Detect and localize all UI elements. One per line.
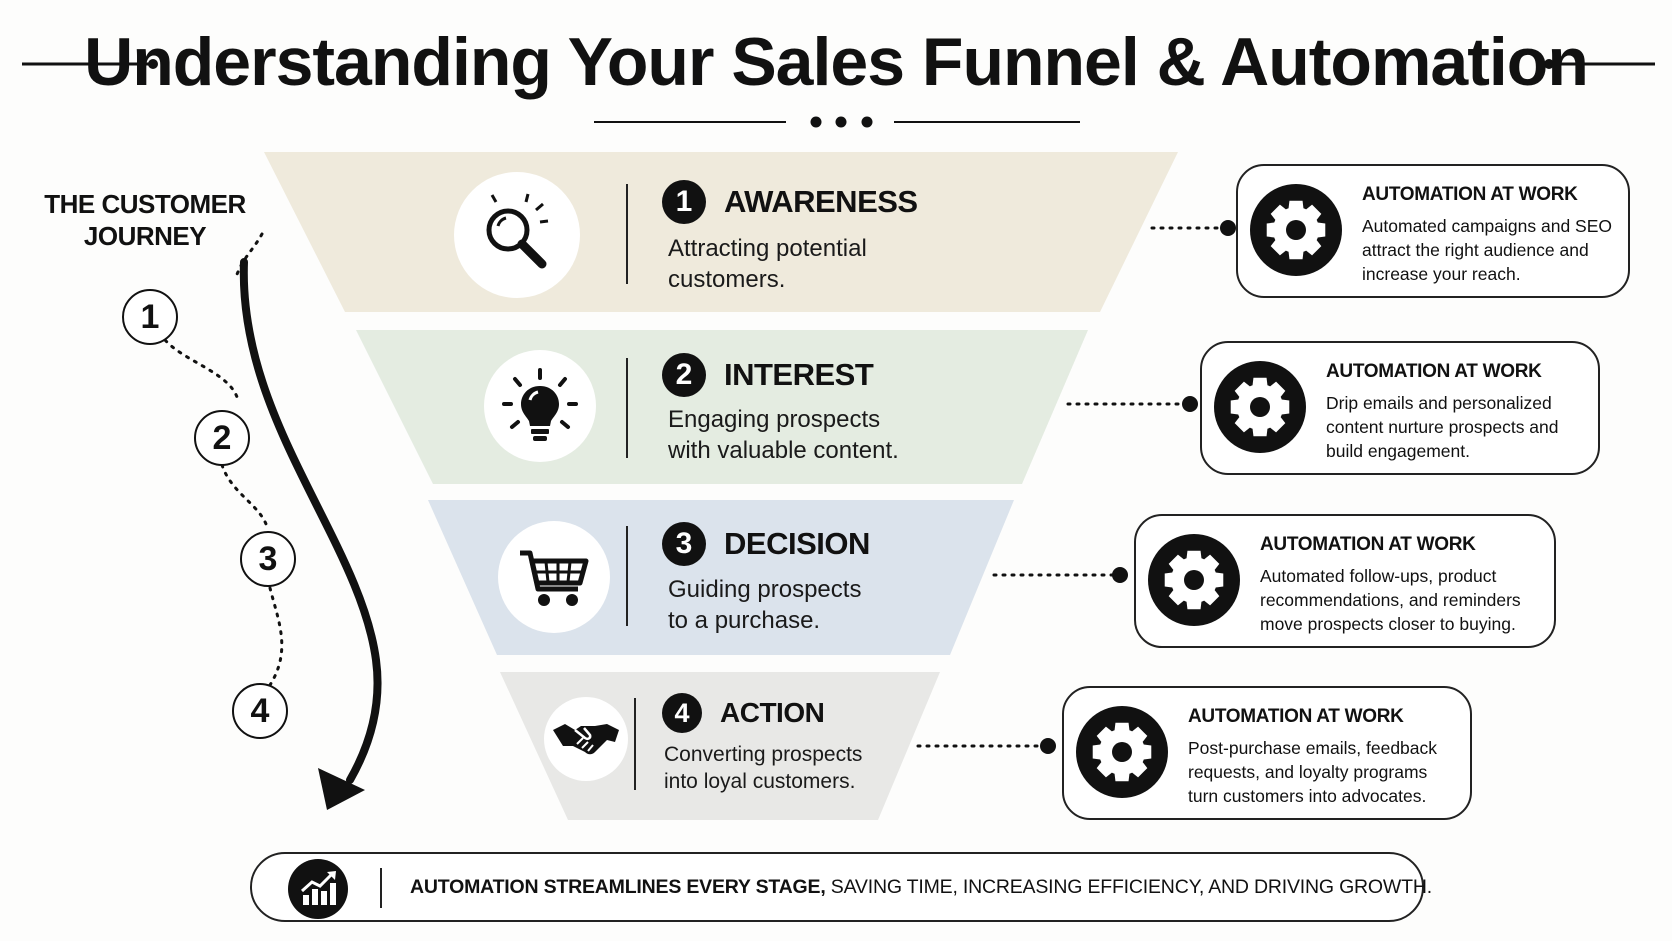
stage-number-badge: 4 [662,693,702,733]
banner-text: AUTOMATION STREAMLINES EVERY STAGE, SAVI… [410,876,1432,899]
gear-hole [1286,220,1306,240]
automation-title: AUTOMATION AT WORK [1260,534,1476,555]
banner-text-strong: AUTOMATION STREAMLINES EVERY STAGE, [410,876,826,898]
automation-gear-badge [1250,184,1342,276]
gear-hole [1250,397,1270,417]
automation-box-decision: AUTOMATION AT WORK Automated follow-ups,… [1134,514,1556,648]
journey-step-2: 2 [194,410,250,466]
automation-text-line: Drip emails and personalized [1326,393,1552,413]
automation-title: AUTOMATION AT WORK [1326,361,1542,382]
banner-text-rest: SAVING TIME, INCREASING EFFICIENCY, AND … [825,876,1432,898]
journey-dotted-path [158,232,284,687]
automation-text: Drip emails and personalized content nur… [1326,391,1596,463]
stage-number-badge: 3 [662,522,706,566]
stage-desc-line2: to a purchase. [668,607,821,634]
stage-desc-line1: Engaging prospects [668,406,881,433]
automation-gear-badge [1076,706,1168,798]
stage-desc-line2: with valuable content. [668,437,899,464]
stage-divider [634,698,636,790]
stage-divider [626,184,628,284]
automation-text-line: build engagement. [1326,441,1470,461]
stage-divider [626,526,628,626]
stage-header-interest: 2 INTEREST [662,353,874,397]
stage-description-decision: Guiding prospects to a purchase. [668,574,861,636]
automation-title: AUTOMATION AT WORK [1362,184,1578,205]
connector-dots [1040,220,1236,754]
gear-icon [1092,722,1152,782]
journey-step-1: 1 [122,289,178,345]
automation-box-action: AUTOMATION AT WORK Post-purchase emails,… [1062,686,1472,820]
stage-desc-line2: customers. [668,266,786,293]
stage-name: AWARENESS [724,184,918,219]
journey-label-line2: JOURNEY [83,221,207,251]
stage-desc-line1: Attracting potential [668,235,867,262]
journey-arrow-head [318,768,365,810]
stage-header-awareness: 1 AWARENESS [662,180,918,224]
connector-lines [916,226,1224,748]
stage-divider [626,358,628,458]
automation-box-interest: AUTOMATION AT WORK Drip emails and perso… [1200,341,1600,475]
magnifier-icon [486,193,549,269]
journey-step-4: 4 [232,683,288,739]
automation-gear-badge [1214,361,1306,453]
stage-icon-action [544,697,628,781]
automation-text-line: increase your reach. [1362,264,1521,284]
shopping-cart-icon [520,550,589,606]
summary-banner: AUTOMATION STREAMLINES EVERY STAGE, SAVI… [250,852,1432,922]
stage-icon-decision [498,521,610,633]
automation-text-line: move prospects closer to buying. [1260,614,1516,634]
stage-description-awareness: Attracting potential customers. [668,233,867,295]
automation-text-line: requests, and loyalty programs [1188,762,1428,782]
automation-box-awareness: AUTOMATION AT WORK Automated campaigns a… [1236,164,1630,298]
stage-description-action: Converting prospects into loyal customer… [664,741,862,795]
stage-icon-awareness [454,172,580,298]
page-title: Understanding Your Sales Funnel & Automa… [84,24,1589,100]
automation-text: Post-purchase emails, feedback requests,… [1188,736,1458,808]
banner-icon-badge [288,859,348,919]
gear-icon [1266,200,1326,260]
stage-description-interest: Engaging prospects with valuable content… [668,404,899,466]
stage-name: INTEREST [724,357,874,392]
stage-number-badge: 1 [662,180,706,224]
handshake-icon [553,724,619,755]
gear-icon [1230,377,1290,437]
stage-name: ACTION [720,697,825,728]
stage-desc-line1: Guiding prospects [668,576,862,603]
journey-arrow [239,258,382,784]
stage-desc-line1: Converting prospects [664,743,863,766]
title-decoration [22,59,1655,128]
stage-desc-line2: into loyal customers. [664,770,856,793]
journey-label-line1: THE CUSTOMER [44,189,246,219]
automation-text: Automated campaigns and SEO attract the … [1362,214,1632,286]
automation-text-line: turn customers into advocates. [1188,786,1427,806]
automation-text-line: Post-purchase emails, feedback [1188,738,1438,758]
lightbulb-icon [502,368,578,441]
automation-text-line: attract the right audience and [1362,240,1589,260]
stage-header-decision: 3 DECISION [662,522,870,566]
automation-text-line: recommendations, and reminders [1260,590,1521,610]
stage-name: DECISION [724,526,870,561]
automation-text-line: content nurture prospects and [1326,417,1559,437]
automation-text-line: Automated follow-ups, product [1260,566,1497,586]
automation-text-line: Automated campaigns and SEO [1362,216,1613,236]
automation-gear-badge [1148,534,1240,626]
journey-label: THE CUSTOMER JOURNEY [30,188,260,252]
stage-header-action: 4 ACTION [662,693,825,733]
automation-title: AUTOMATION AT WORK [1188,706,1404,727]
gear-hole [1184,570,1204,590]
journey-step-3: 3 [240,531,296,587]
banner-divider [380,868,382,908]
stage-icon-interest [484,350,596,462]
growth-chart-icon [300,871,336,905]
gear-icon [1164,550,1224,610]
stage-number-badge: 2 [662,353,706,397]
gear-hole [1112,742,1132,762]
automation-text: Automated follow-ups, product recommenda… [1260,564,1550,636]
